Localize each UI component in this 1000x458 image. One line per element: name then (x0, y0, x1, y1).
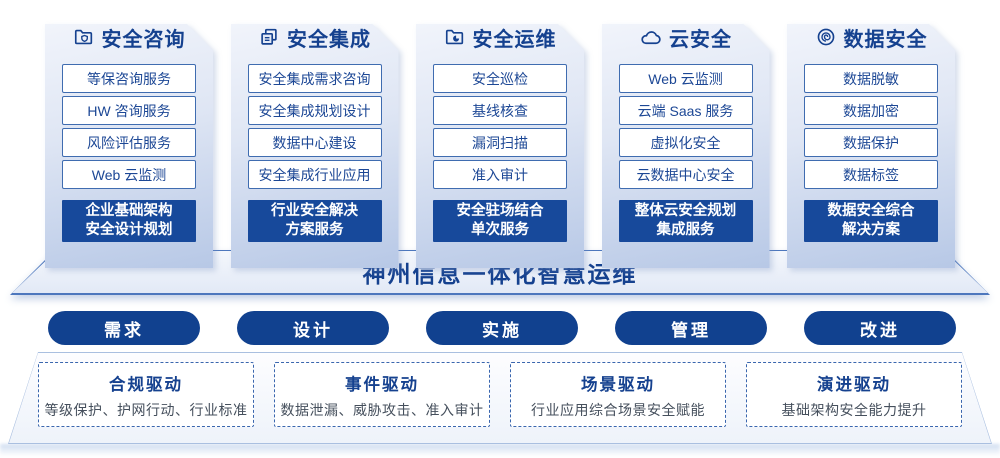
process-step-pill: 改进 (804, 311, 956, 345)
column-header: 云安全 (602, 24, 770, 50)
process-step-pill: 需求 (48, 311, 200, 345)
service-item: 准入审计 (433, 160, 567, 189)
service-item: 数据脱敏 (804, 64, 938, 93)
column-security-integration: 安全集成 安全集成需求咨询 安全集成规划设计 数据中心建设 安全集成行业应用 行… (231, 8, 399, 252)
service-item: 安全巡检 (433, 64, 567, 93)
service-item: 数据中心建设 (248, 128, 382, 157)
service-item: 安全集成行业应用 (248, 160, 382, 189)
driver-boxes: 合规驱动 等级保护、护网行动、行业标准 事件驱动 数据泄漏、威胁攻击、准入审计 … (38, 362, 962, 427)
column-title: 数据安全 (843, 28, 928, 51)
column-title: 云安全 (669, 28, 732, 51)
column-header: 数据安全 (787, 24, 955, 50)
folder-shield-icon (73, 26, 95, 48)
service-item: 等保咨询服务 (62, 64, 196, 93)
driver-incident: 事件驱动 数据泄漏、威胁攻击、准入审计 (274, 362, 490, 427)
service-item: 数据保护 (804, 128, 938, 157)
cloud-icon (639, 26, 662, 49)
service-item: 云数据中心安全 (619, 160, 753, 189)
service-item: 云端 Saas 服务 (619, 96, 753, 125)
service-item: 安全集成需求咨询 (248, 64, 382, 93)
column-title: 安全集成 (287, 28, 371, 51)
highlight-service: 安全驻场结合 单次服务 (433, 200, 567, 242)
column-header: 安全集成 (231, 24, 399, 50)
column-security-consulting: 安全咨询 等保咨询服务 HW 咨询服务 风险评估服务 Web 云监测 企业基础架… (45, 8, 213, 252)
column-data-security: 数据安全 数据脱敏 数据加密 数据保护 数据标签 数据安全综合 解决方案 (787, 8, 955, 252)
column-header: 安全咨询 (45, 24, 213, 50)
driver-scenario: 场景驱动 行业应用综合场景安全赋能 (510, 362, 726, 427)
service-item: 数据标签 (804, 160, 938, 189)
column-title: 安全咨询 (101, 28, 186, 51)
column-security-operations: 安全运维 安全巡检 基线核查 漏洞扫描 准入审计 安全驻场结合 单次服务 (416, 8, 584, 252)
driver-evolution: 演进驱动 基础架构安全能力提升 (746, 362, 962, 427)
service-item: 风险评估服务 (62, 128, 196, 157)
service-item: 基线核查 (433, 96, 567, 125)
driver-compliance: 合规驱动 等级保护、护网行动、行业标准 (38, 362, 254, 427)
column-title: 安全运维 (472, 28, 557, 51)
process-step-pill: 设计 (237, 311, 389, 345)
service-item: Web 云监测 (619, 64, 753, 93)
service-columns: 安全咨询 等保咨询服务 HW 咨询服务 风险评估服务 Web 云监测 企业基础架… (45, 8, 955, 252)
platform-shadow (0, 444, 1000, 456)
data-spiral-icon (815, 26, 837, 48)
service-item: Web 云监测 (62, 160, 196, 189)
service-item: 虚拟化安全 (619, 128, 753, 157)
process-step-pill: 管理 (615, 311, 767, 345)
highlight-service: 数据安全综合 解决方案 (804, 200, 938, 242)
service-item: 数据加密 (804, 96, 938, 125)
highlight-service: 企业基础架构 安全设计规划 (62, 200, 196, 242)
process-steps: 需求 设计 实施 管理 改进 (48, 311, 956, 345)
highlight-service: 整体云安全规划 集成服务 (619, 200, 753, 242)
highlight-service: 行业安全解决 方案服务 (248, 200, 382, 242)
document-copy-icon (258, 26, 280, 48)
service-item: HW 咨询服务 (62, 96, 196, 125)
process-step-pill: 实施 (426, 311, 578, 345)
column-header: 安全运维 (416, 24, 584, 50)
column-cloud-security: 云安全 Web 云监测 云端 Saas 服务 虚拟化安全 云数据中心安全 整体云… (602, 8, 770, 252)
folder-clock-icon (444, 26, 466, 48)
service-item: 安全集成规划设计 (248, 96, 382, 125)
service-item: 漏洞扫描 (433, 128, 567, 157)
